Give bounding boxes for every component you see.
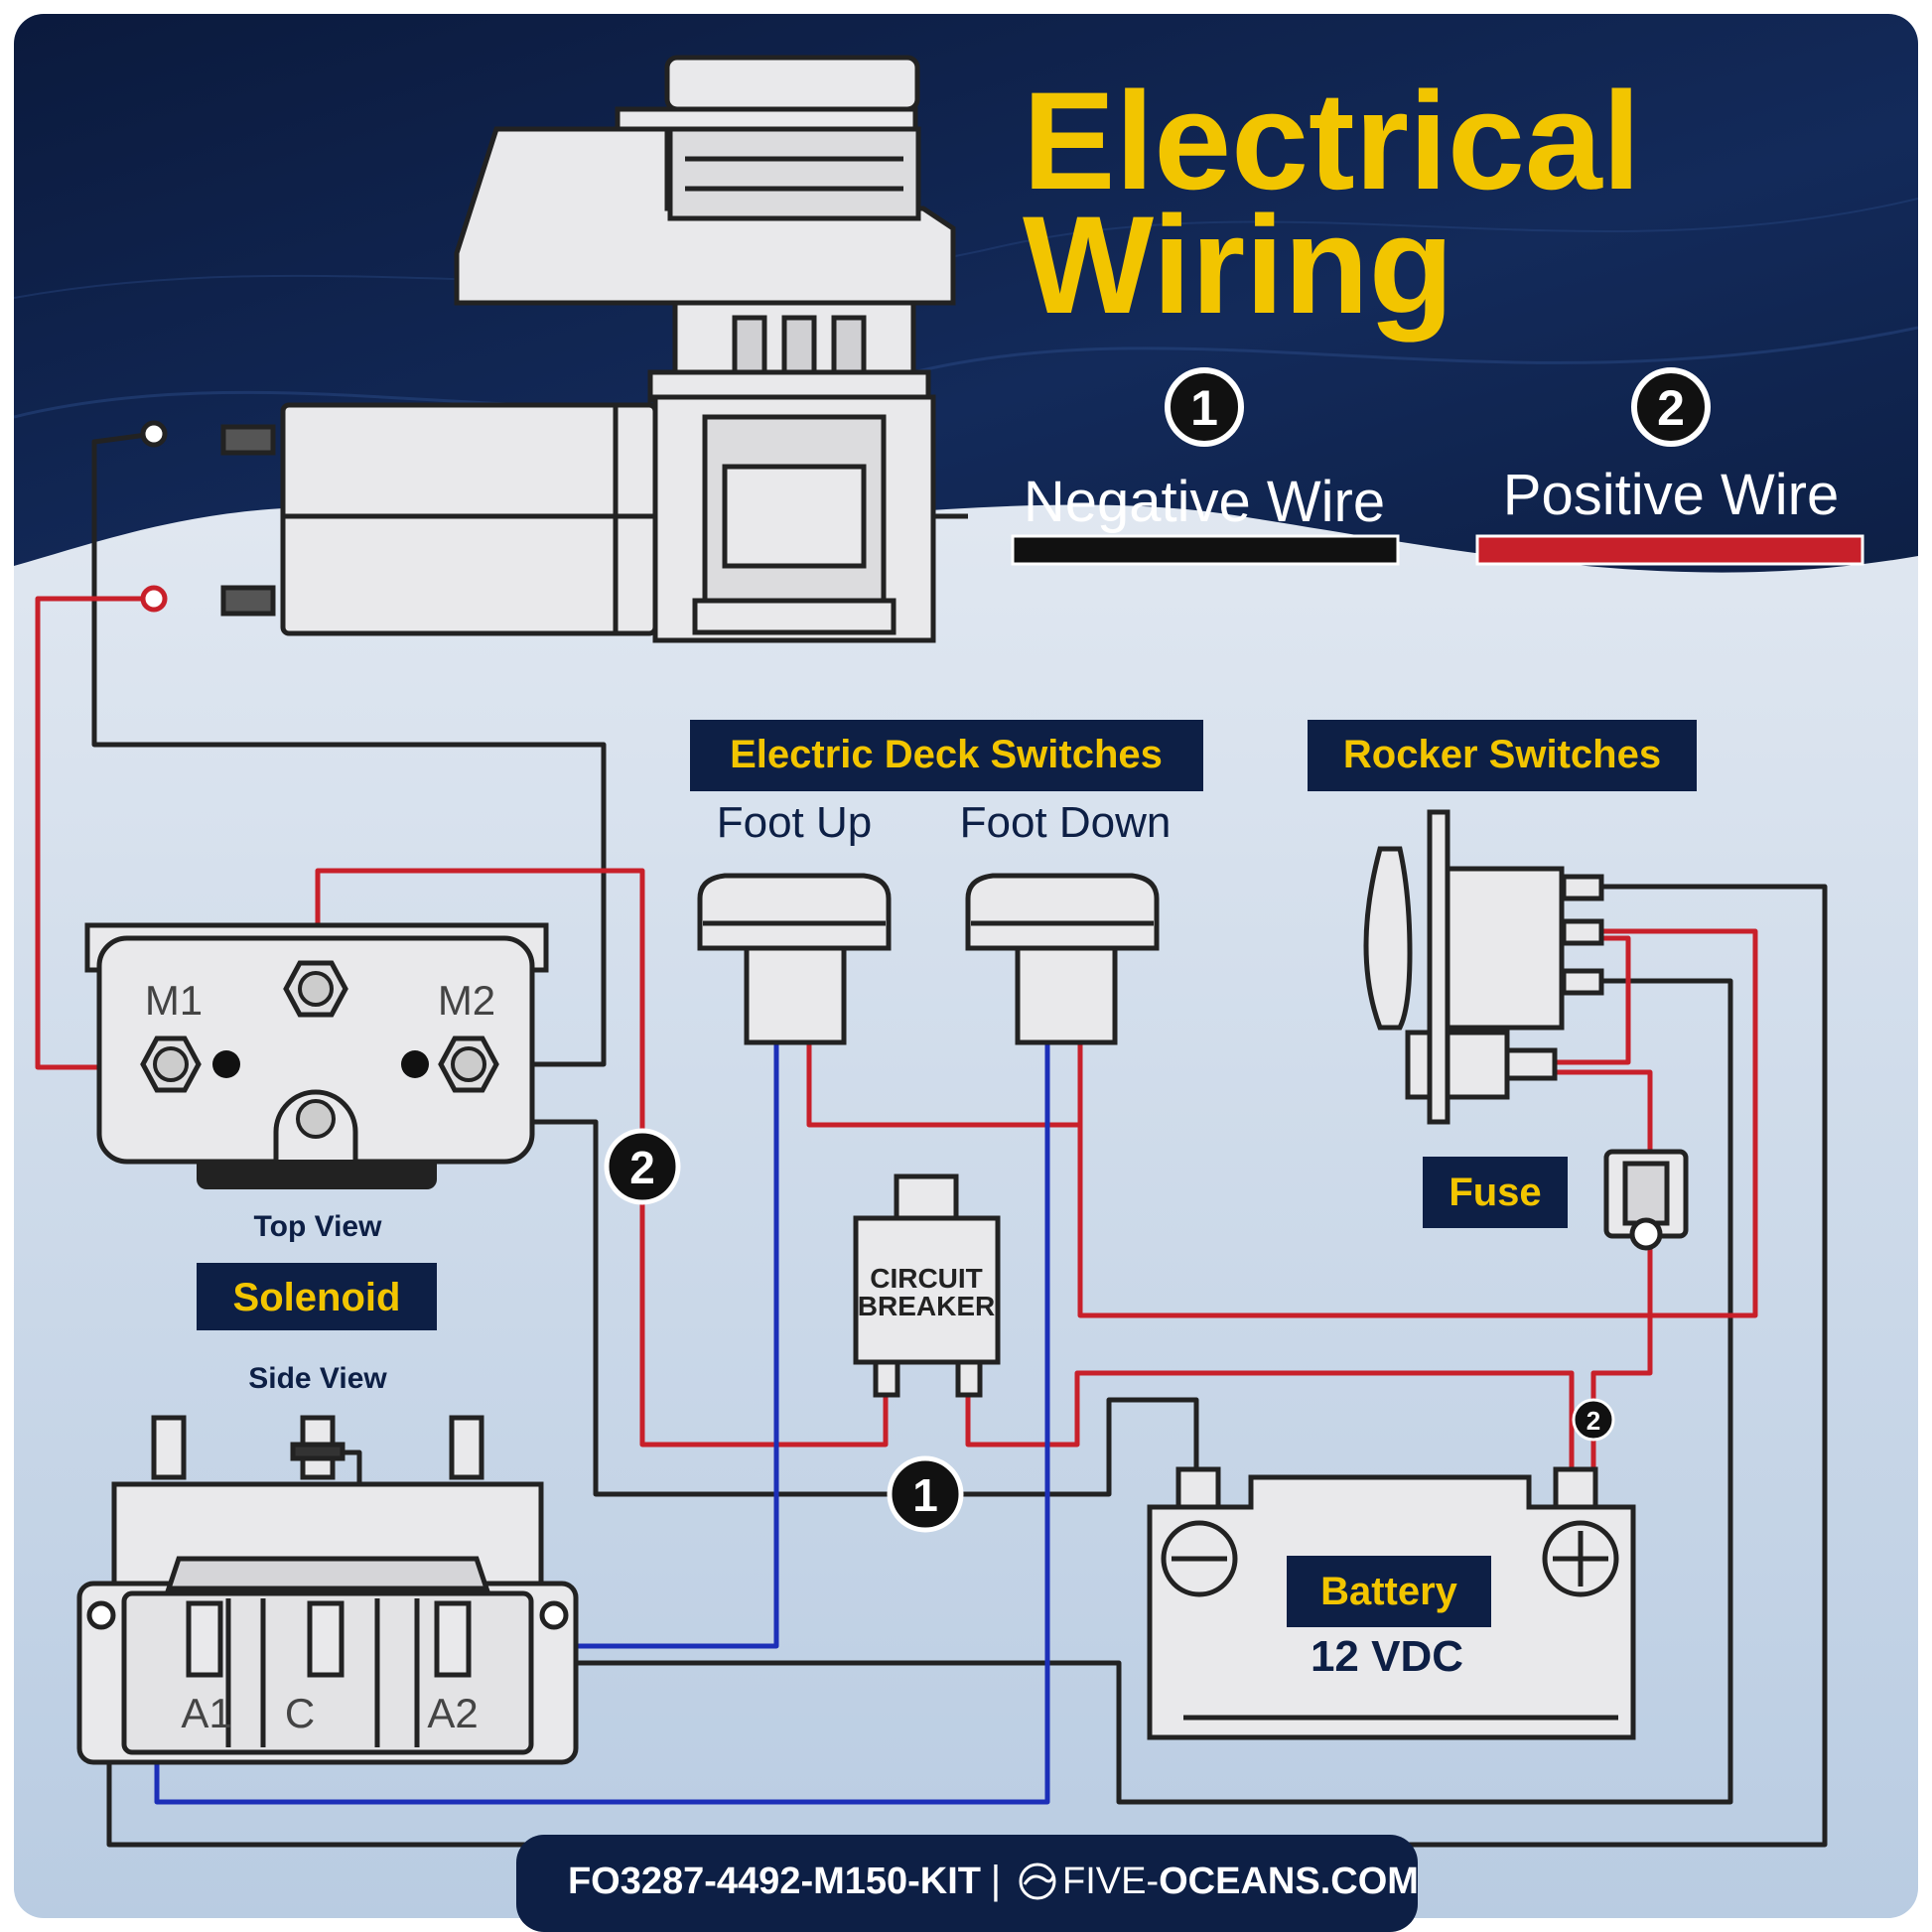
legend-negative-number: 1 — [1190, 380, 1218, 436]
fuse-holder — [1603, 1149, 1689, 1251]
wire-foot-down-to-rocker — [1077, 928, 1758, 1318]
solenoid-a1-label: A1 — [181, 1690, 231, 1736]
legend-negative-label: Negative Wire — [1024, 470, 1385, 534]
solenoid-m2-stud — [438, 1035, 499, 1093]
solenoid-top-view: M1 M2 — [84, 922, 549, 1189]
title-line1: Electrical — [1023, 63, 1641, 218]
footer-kit-code: FO3287-4492-M150-KIT — [568, 1861, 981, 1902]
circuit-breaker-label-line2: BREAKER — [858, 1291, 995, 1321]
rocker-switches-title-box — [1308, 720, 1697, 791]
solenoid-side-view-label: Side View — [248, 1362, 387, 1395]
wire-motor-to-m2-negative — [91, 431, 607, 1067]
battery-voltage: 12 VDC — [1311, 1632, 1463, 1681]
positive-wire-marker-label: 2 — [629, 1142, 655, 1193]
battery-positive-marker — [1572, 1398, 1615, 1442]
legend-negative-swatch — [1011, 534, 1400, 566]
wire-rocker-to-fuse — [1554, 935, 1631, 1065]
footer-separator: | — [991, 1859, 1001, 1902]
solenoid-top-stud — [283, 960, 348, 1018]
foot-down-switch — [965, 873, 1160, 1045]
wire-breaker-to-battery — [965, 1370, 1575, 1469]
solenoid-c-label: C — [285, 1690, 315, 1736]
solenoid-a2-label: A2 — [427, 1690, 478, 1736]
foot-down-label: Foot Down — [960, 798, 1172, 847]
deck-switches-title: Electric Deck Switches — [730, 733, 1163, 776]
foot-up-switch — [697, 873, 892, 1045]
battery-positive-marker-label: 2 — [1587, 1406, 1600, 1436]
footer-website-suffix: OCEANS.COM — [1159, 1861, 1419, 1902]
foot-up-label: Foot Up — [717, 798, 873, 847]
solenoid-top-view-label: Top View — [254, 1210, 383, 1243]
wire-rocker-bottom — [571, 978, 1733, 1805]
solenoid-title: Solenoid — [233, 1276, 401, 1319]
solenoid-bottom-stud — [296, 1099, 336, 1139]
footer-website-prefix: FIVE- — [1062, 1861, 1159, 1902]
legend: 1 Negative Wire 2 Positive Wire — [1011, 367, 1864, 566]
circuit-breaker — [853, 1173, 1001, 1398]
negative-wire-marker-label: 1 — [912, 1469, 938, 1521]
wire-deck-switches-link — [806, 1044, 1083, 1128]
rocker-switches-title: Rocker Switches — [1343, 733, 1661, 776]
wave-logo-icon — [1019, 1863, 1056, 1900]
legend-positive-swatch — [1475, 534, 1864, 566]
wire-solenoid-to-battery-negative — [347, 1119, 1199, 1497]
solenoid-m1-dot — [212, 1050, 240, 1078]
legend-positive-badge — [1631, 367, 1711, 447]
solenoid-m1-stud — [140, 1035, 202, 1093]
battery-title: Battery — [1320, 1570, 1458, 1613]
solenoid-title-box — [197, 1263, 437, 1330]
motor-positive-terminal — [140, 585, 168, 613]
solenoid-m2-dot — [401, 1050, 429, 1078]
fuse-title: Fuse — [1449, 1171, 1541, 1214]
footer-website: FIVE-OCEANS.COM — [1062, 1861, 1419, 1902]
footer-bar — [516, 1835, 1418, 1932]
deck-switches-title-box — [690, 720, 1203, 791]
legend-positive-label: Positive Wire — [1503, 463, 1839, 527]
motor-negative-terminal — [140, 420, 168, 448]
battery-title-box — [1287, 1556, 1491, 1627]
legend-negative-badge — [1165, 367, 1244, 447]
fuse-title-box — [1423, 1157, 1568, 1228]
wire-motor-to-m1-positive — [35, 596, 154, 1070]
solenoid-m1-label: M1 — [145, 977, 203, 1024]
legend-positive-number: 2 — [1657, 380, 1685, 436]
solenoid-side-view — [76, 1415, 579, 1765]
windlass-motor — [220, 55, 968, 643]
solenoid-m2-label: M2 — [438, 977, 495, 1024]
positive-wire-marker — [604, 1128, 681, 1205]
negative-wire-marker — [887, 1455, 964, 1533]
rocker-switch — [1363, 809, 1604, 1125]
circuit-breaker-label-line1: CIRCUIT — [870, 1263, 983, 1294]
title-line2: Wiring — [1023, 187, 1453, 343]
